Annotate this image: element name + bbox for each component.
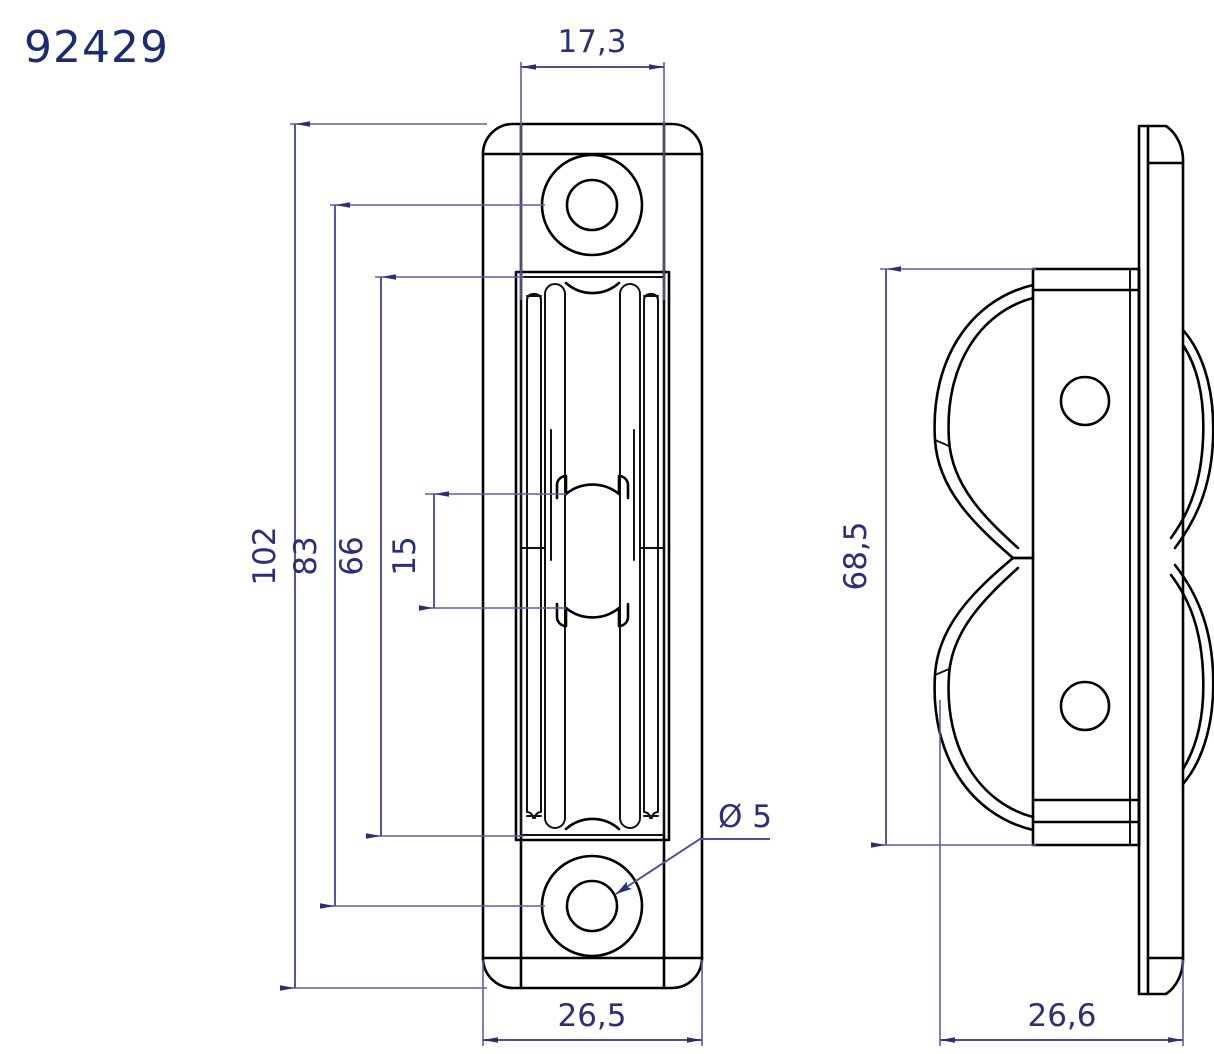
side-lower-sheave-outer-right <box>1173 563 1214 786</box>
dim-label-15: 15 <box>387 536 423 575</box>
dimension-83: 83 <box>288 202 545 909</box>
dim-label-68-5: 68,5 <box>838 521 874 590</box>
dim-label-26-6: 26,6 <box>1027 998 1096 1034</box>
side-lower-sheave-inner-right <box>1169 573 1205 771</box>
dimension-26-5: 26,5 <box>482 960 703 1046</box>
dim-label-102: 102 <box>247 526 283 585</box>
side-upper-sheave-inner-right <box>1169 343 1205 540</box>
dim-label-diameter-5: Ø 5 <box>718 799 772 835</box>
dimension-15: 15 <box>387 491 566 611</box>
front-top-hole-inner-circle <box>565 178 619 232</box>
side-lower-sheave-break-left <box>934 668 950 676</box>
side-lower-axle-hole <box>1059 680 1111 732</box>
sheave-housing-inner-border <box>520 276 665 836</box>
side-lower-sheave-inner-left <box>947 566 1035 819</box>
side-upper-sheave-outer-right <box>1173 328 1214 550</box>
dimension-diameter-5: Ø 5 <box>615 799 772 895</box>
side-upper-axle-hole <box>1059 375 1111 427</box>
rib-right-2 <box>619 283 641 829</box>
dimension-17-3: 17,3 <box>520 24 665 300</box>
dim-label-66: 66 <box>334 536 370 575</box>
side-upper-sheave-break-left <box>934 439 950 447</box>
front-sheave-block <box>514 270 671 842</box>
separator-right-lower-tip <box>617 602 630 628</box>
front-bottom-hole-inner-circle <box>565 879 619 933</box>
dim-label-26-5: 26,5 <box>557 998 626 1034</box>
dimension-102: 102 <box>247 121 487 991</box>
dimension-68-5: 68,5 <box>838 266 1036 848</box>
leader-line-diameter-5 <box>615 838 770 895</box>
part-number-label: 92429 <box>24 22 169 73</box>
sheave-upper-inner-arc <box>564 483 621 496</box>
sheave-lower-inner-arc <box>564 606 621 619</box>
dim-label-17-3: 17,3 <box>557 24 626 60</box>
sheave-top-groove-arc <box>564 281 621 295</box>
side-view <box>933 124 1214 996</box>
separator-right-upper-tip <box>617 474 630 500</box>
sheave-bottom-groove-arc <box>564 817 621 831</box>
dim-label-83: 83 <box>288 536 324 575</box>
side-upper-sheave-inner-left <box>947 296 1035 550</box>
separator-left-lower-tip <box>555 602 568 628</box>
separator-left-upper-tip <box>555 474 568 500</box>
sheave-housing-outline <box>514 270 671 842</box>
dimension-66: 66 <box>334 274 524 839</box>
rib-left-2 <box>544 283 566 829</box>
dimension-26-6: 26,6 <box>939 700 1184 1046</box>
